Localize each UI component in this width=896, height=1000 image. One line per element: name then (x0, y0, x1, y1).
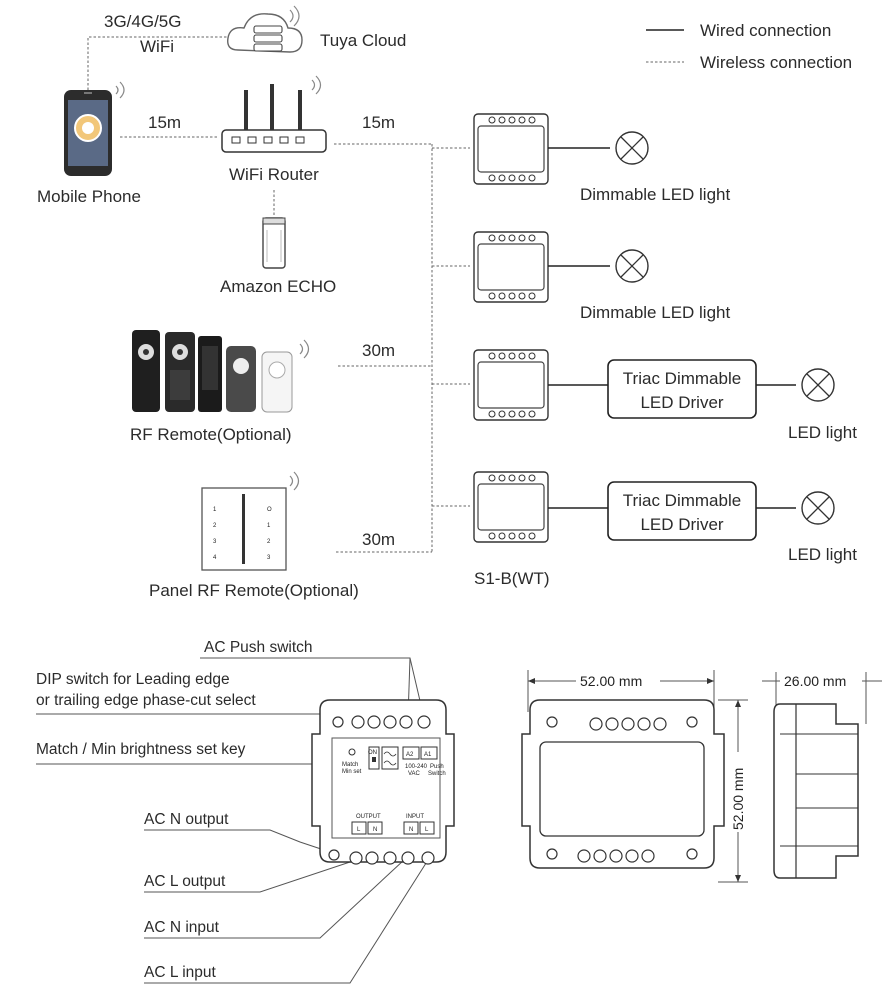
dimmer-row-3: Triac Dimmable LED Driver LED light (473, 349, 857, 442)
legend-wired-label: Wired connection (700, 21, 831, 40)
cloud-icon (227, 5, 303, 53)
wiring-detail: AC Push switch DIP switch for Leading ed… (36, 639, 455, 984)
panel-remote-section: 1 2 3 4 O 1 2 3 Panel RF Remote(Optional… (149, 471, 432, 600)
pcb-a1-text: A1 (424, 752, 432, 758)
legend: Wired connection Wireless connection (646, 21, 852, 72)
triac-driver-2-line2: LED Driver (640, 515, 723, 534)
triac-driver-1-box (607, 359, 757, 419)
wifi-label: WiFi (140, 37, 174, 56)
ac-push-label: AC Push switch (204, 639, 313, 656)
pcb-push-2: Switch (428, 771, 446, 777)
pcb-a2-text: A2 (406, 752, 414, 758)
router-label: WiFi Router (229, 165, 319, 184)
panel-right-1: 1 (267, 523, 271, 529)
cloud-label: Tuya Cloud (320, 31, 406, 50)
triac-driver-2-line1: Triac Dimmable (623, 491, 741, 510)
dimension-side: 26.00 mm (762, 672, 882, 879)
dimmer-module-icon (473, 113, 549, 185)
rf-remote-icons (132, 330, 310, 413)
lamp-icon (615, 131, 649, 165)
pcb-in-n: N (409, 827, 413, 833)
panel-left-3: 3 (213, 539, 217, 545)
panel-right-0: O (267, 507, 272, 513)
rf-remote-label: RF Remote(Optional) (130, 425, 292, 444)
panel-left-4: 4 (213, 555, 217, 561)
lamp-icon (801, 491, 835, 525)
ac-n-input-label: AC N input (144, 919, 220, 936)
dimension-front: 52.00 mm 52.00 mm (521, 670, 748, 883)
amazon-echo-icon (262, 217, 286, 269)
model-label: S1-B(WT) (474, 569, 550, 588)
dimmer-row-1: Dimmable LED light (473, 113, 730, 204)
panel-left-1: 1 (213, 507, 217, 513)
triac-driver-2-box (607, 481, 757, 541)
panel-remote-distance: 30m (362, 530, 395, 549)
pcb-in-l: L (425, 827, 429, 833)
mobile-phone-icon (64, 81, 125, 176)
pcb-out-n: N (373, 827, 377, 833)
dip-switch-label-1: DIP switch for Leading edge (36, 671, 230, 688)
phone-cloud-link (87, 36, 232, 90)
pcb-minset-text: Min set (342, 769, 362, 775)
ac-l-input-leader (144, 859, 429, 984)
dim-depth-label: 26.00 mm (784, 673, 846, 689)
cloud-section: 3G/4G/5G WiFi Tuya Cloud (87, 5, 406, 90)
ac-l-input-label: AC L input (144, 964, 216, 981)
ac-n-output-label: AC N output (144, 811, 229, 828)
match-key-leader (36, 759, 349, 765)
dimmer-row-4: Triac Dimmable LED Driver LED light S1-B… (473, 471, 857, 588)
dimmable-led-2-label: Dimmable LED light (580, 303, 730, 322)
pcb-push-1: Push (430, 764, 444, 770)
mobile-net-label: 3G/4G/5G (104, 12, 181, 31)
pcb-on-text: ON (368, 750, 377, 756)
rf-remote-section: RF Remote(Optional) 30m (130, 330, 432, 444)
ac-n-output-leader (144, 829, 337, 855)
dimmer-module-icon (473, 349, 549, 421)
phone-label: Mobile Phone (37, 187, 141, 206)
match-key-label: Match / Min brightness set key (36, 741, 246, 758)
ac-l-output-label: AC L output (144, 873, 226, 890)
triac-driver-1-line1: Triac Dimmable (623, 369, 741, 388)
pcb-vac-2: VAC (408, 771, 421, 777)
rf-remote-distance: 30m (362, 341, 395, 360)
pcb-match-text: Match (342, 762, 358, 768)
led-light-2-label: LED light (788, 545, 857, 564)
panel-remote-label: Panel RF Remote(Optional) (149, 581, 359, 600)
panel-remote-icon: 1 2 3 4 O 1 2 3 (201, 471, 300, 571)
pcb-output-text: OUTPUT (356, 814, 381, 820)
dimmer-module-icon (473, 471, 549, 543)
dimmable-led-1-label: Dimmable LED light (580, 185, 730, 204)
legend-wireless-label: Wireless connection (700, 53, 852, 72)
lamp-icon (615, 249, 649, 283)
pcb-input-text: INPUT (406, 814, 424, 820)
panel-right-3: 3 (267, 555, 271, 561)
triac-driver-1-line2: LED Driver (640, 393, 723, 412)
dimmer-front-view: Match Min set ON A2 A1 100-240 VAC Push … (311, 699, 455, 865)
pcb-vac-1: 100-240 (405, 764, 428, 770)
panel-left-2: 2 (213, 523, 217, 529)
pcb-out-l: L (357, 827, 361, 833)
phone-section: Mobile Phone 15m (37, 81, 218, 206)
ac-n-input-leader (144, 859, 405, 939)
phone-router-distance: 15m (148, 113, 181, 132)
led-light-1-label: LED light (788, 423, 857, 442)
ac-l-output-leader (144, 859, 357, 893)
panel-right-2: 2 (267, 539, 271, 545)
dip-switch-label-2: or trailing edge phase-cut select (36, 692, 256, 709)
router-section: WiFi Router Amazon ECHO 15m (220, 75, 432, 296)
dim-height-label: 52.00 mm (730, 768, 746, 830)
echo-label: Amazon ECHO (220, 277, 336, 296)
router-devices-distance: 15m (362, 113, 395, 132)
lamp-icon (801, 368, 835, 402)
router-icon (221, 75, 327, 153)
dim-width-label: 52.00 mm (580, 673, 642, 689)
dimmer-module-icon (473, 231, 549, 303)
dimmer-row-2: Dimmable LED light (473, 231, 730, 322)
